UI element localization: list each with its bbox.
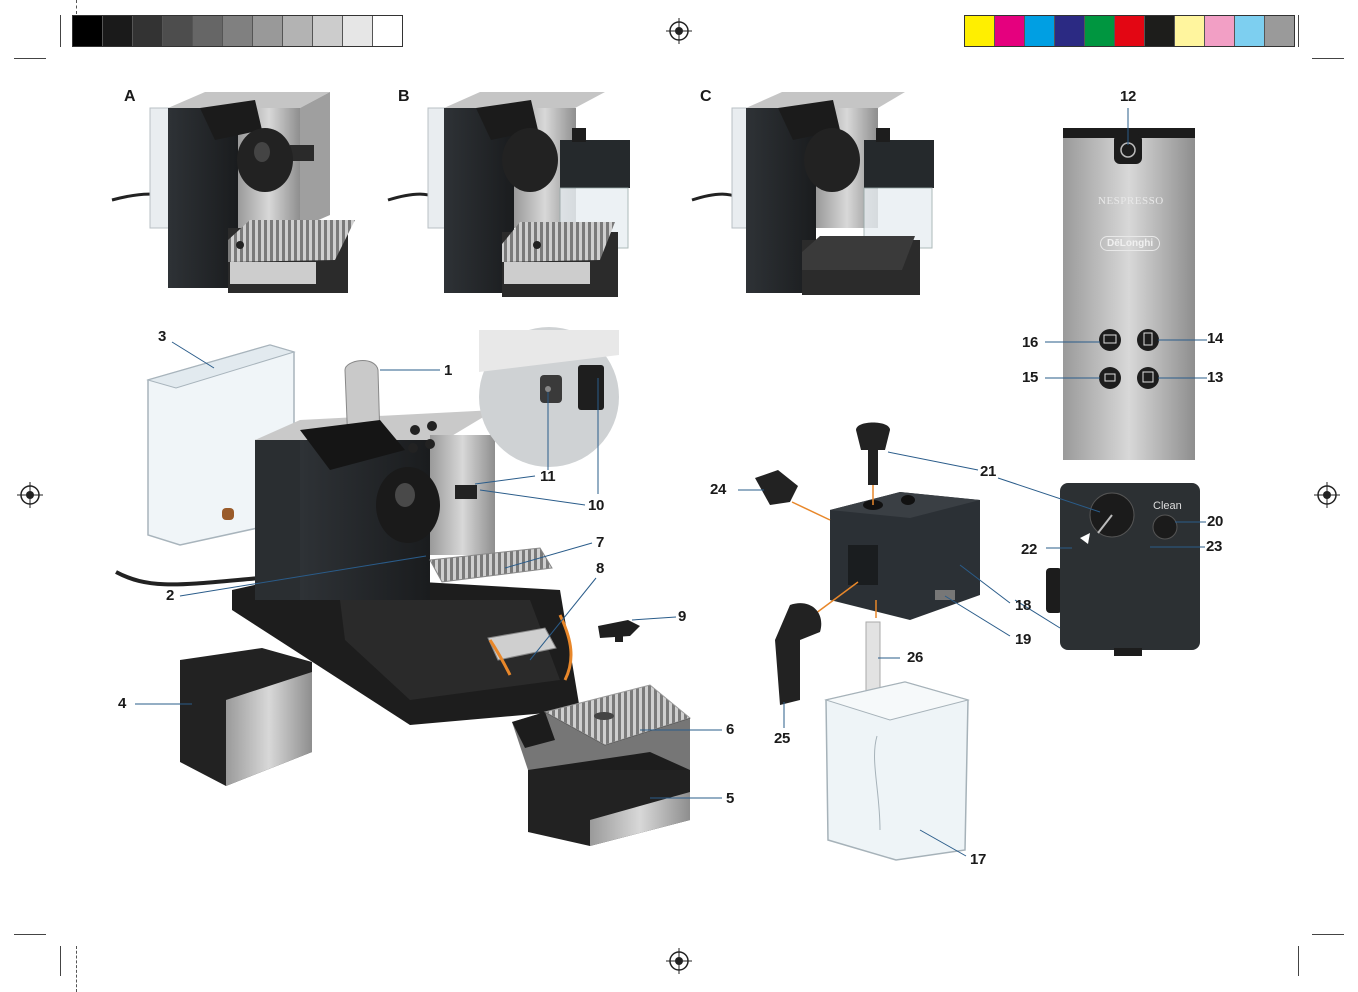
callout-12: 12	[1120, 88, 1137, 105]
callout-19: 19	[1015, 631, 1032, 648]
color-swatch	[1175, 16, 1205, 46]
callout-9: 9	[678, 608, 687, 625]
callout-17: 17	[970, 851, 987, 868]
section-label-c: C	[700, 88, 712, 105]
drip-tray-illustration	[512, 684, 692, 846]
color-swatch	[373, 16, 402, 46]
color-swatch	[283, 16, 313, 46]
machine-b-illustration	[387, 92, 630, 297]
crop-mark	[60, 15, 61, 47]
color-swatch	[343, 16, 373, 46]
color-swatch	[1085, 16, 1115, 46]
callout-15: 15	[1022, 369, 1039, 386]
control-panel-illustration	[1063, 128, 1195, 460]
callout-24: 24	[710, 481, 727, 498]
color-swatch	[253, 16, 283, 46]
grayscale-calibration-bar	[72, 15, 403, 47]
callout-13: 13	[1207, 369, 1224, 386]
fold-line	[76, 946, 77, 992]
detail-zoom-circle	[479, 327, 619, 467]
callout-7: 7	[596, 534, 605, 551]
color-swatch	[73, 16, 103, 46]
section-label-a: A	[124, 88, 136, 105]
color-swatch	[133, 16, 163, 46]
color-swatch	[1025, 16, 1055, 46]
color-calibration-bar	[964, 15, 1295, 47]
callout-23: 23	[1206, 538, 1223, 555]
nespresso-logo: NESPRESSO	[1098, 195, 1164, 207]
registration-mark-icon	[1314, 482, 1340, 508]
registration-mark-icon	[666, 18, 692, 44]
callout-22: 22	[1021, 541, 1038, 558]
color-swatch	[103, 16, 133, 46]
crop-mark	[1312, 58, 1344, 59]
crop-mark	[14, 934, 46, 935]
color-swatch	[193, 16, 223, 46]
delonghi-logo: DēLonghi	[1100, 236, 1161, 251]
milk-jug-illustration	[755, 422, 980, 861]
callout-2: 2	[166, 587, 175, 604]
callout-3: 3	[158, 328, 167, 345]
color-swatch	[965, 16, 995, 46]
machine-a-illustration	[111, 92, 355, 293]
callout-14: 14	[1207, 330, 1224, 347]
fold-line	[76, 0, 77, 14]
clean-label: Clean	[1153, 500, 1182, 512]
crop-mark	[1298, 15, 1299, 47]
registration-mark-icon	[17, 482, 43, 508]
callout-20: 20	[1207, 513, 1224, 530]
leader-lines	[135, 108, 1207, 857]
registration-mark-icon	[666, 948, 692, 974]
color-swatch	[1265, 16, 1294, 46]
crop-mark	[60, 946, 61, 976]
callout-21: 21	[980, 463, 997, 480]
crop-mark	[1298, 946, 1299, 976]
color-swatch	[163, 16, 193, 46]
callout-8: 8	[596, 560, 605, 577]
crop-mark	[14, 58, 46, 59]
color-swatch	[1055, 16, 1085, 46]
color-swatch	[995, 16, 1025, 46]
color-swatch	[1235, 16, 1265, 46]
color-swatch	[313, 16, 343, 46]
callout-25: 25	[774, 730, 791, 747]
color-swatch	[1145, 16, 1175, 46]
callout-26: 26	[907, 649, 924, 666]
callout-1: 1	[444, 362, 453, 379]
callout-6: 6	[726, 721, 735, 738]
callout-16: 16	[1022, 334, 1039, 351]
callout-11: 11	[540, 468, 556, 485]
color-swatch	[1205, 16, 1235, 46]
crop-mark	[1312, 934, 1344, 935]
main-machine-illustration	[115, 344, 580, 725]
machine-c-illustration	[691, 92, 934, 295]
callout-4: 4	[118, 695, 127, 712]
callout-5: 5	[726, 790, 735, 807]
callout-18: 18	[1015, 597, 1032, 614]
color-swatch	[223, 16, 253, 46]
section-label-b: B	[398, 88, 410, 105]
milk-unit-front-illustration	[1046, 483, 1200, 656]
callout-10: 10	[588, 497, 605, 514]
color-swatch	[1115, 16, 1145, 46]
capsule-container-illustration	[180, 648, 312, 786]
